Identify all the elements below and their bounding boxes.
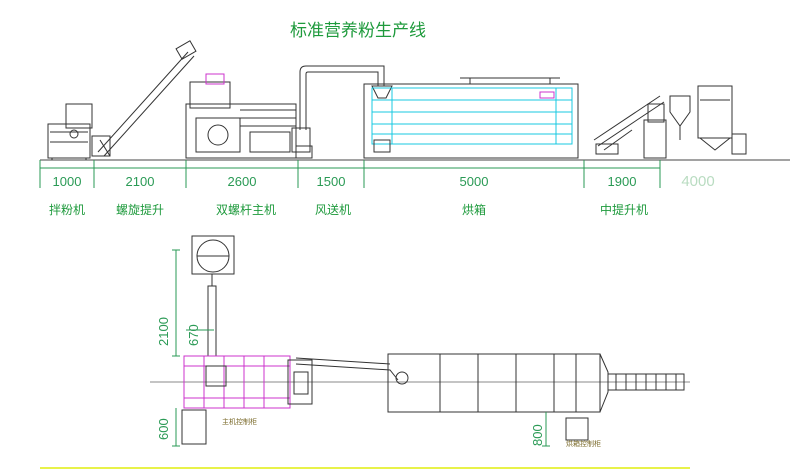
dim-dryer: 5000	[460, 174, 489, 189]
middle-elevator	[593, 95, 665, 155]
label-extruder: 双螺杆主机	[216, 203, 276, 217]
plan-middle-elevator	[607, 373, 685, 391]
label-dryer: 烘箱	[462, 202, 486, 217]
dim-extruder: 2600	[228, 174, 257, 189]
dryer-oven	[363, 77, 579, 159]
screw-elevator	[91, 40, 197, 157]
dim-air-conveyor: 1500	[317, 174, 346, 189]
plan-extruder	[183, 355, 291, 409]
drawing-title: 标准营养粉生产线	[290, 21, 426, 41]
label-dryer-cabinet: 烘箱控制柜	[566, 439, 601, 448]
plan-screw-elevator	[207, 285, 217, 357]
plan-mixer	[191, 235, 235, 275]
label-air-conveyor: 风送机	[315, 202, 351, 217]
plan-air-conveyor	[295, 363, 399, 381]
twin-screw-extruder	[185, 73, 313, 159]
label-mixer: 拌粉机	[49, 202, 85, 217]
label-middle-elevator: 中提升机	[600, 202, 648, 217]
dim-screw-elevator: 2100	[126, 174, 155, 189]
plan-view	[150, 235, 690, 447]
dim-plan-600: 600	[156, 418, 171, 440]
side-dimension-line	[39, 160, 661, 188]
air-conveyor	[299, 65, 393, 130]
dim-plan-2100: 2100	[156, 317, 171, 346]
pulverizer-system	[643, 85, 747, 159]
plan-dryer-cabinet	[565, 417, 589, 441]
label-main-cabinet: 主机控制柜	[222, 417, 257, 426]
dim-middle-elevator: 1900	[608, 174, 637, 189]
plan-dryer	[387, 353, 609, 413]
dim-plan-670: 670	[186, 324, 201, 346]
dim-mixer: 1000	[53, 174, 82, 189]
label-screw-elevator: 螺旋提升	[116, 202, 164, 217]
powder-mixer	[47, 103, 93, 160]
plan-main-cabinet	[181, 409, 207, 445]
dim-plan-800: 800	[530, 424, 545, 446]
side-elevation	[39, 40, 790, 188]
dim-pulverizer: 4000	[681, 173, 714, 190]
